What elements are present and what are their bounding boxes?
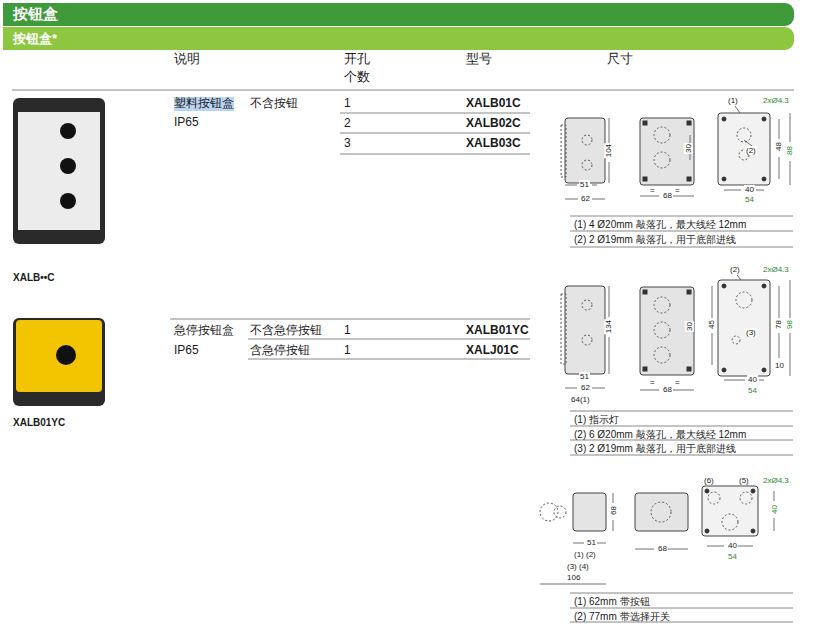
- dimension-label: 88: [785, 145, 794, 156]
- note-text: (2) 77mm 带选择开关: [574, 611, 670, 623]
- note-text: (1) 4 Ø20mm 敲落孔，最大线经 12mm: [574, 219, 746, 231]
- dimension-label: (2): [729, 265, 741, 274]
- table-cell: 含急停按钮: [250, 344, 310, 358]
- dimension-label: 40: [770, 504, 779, 515]
- dimension-label: 10: [774, 361, 785, 370]
- dimension-label: 40: [727, 541, 738, 550]
- dimension-label: 54: [727, 552, 738, 561]
- table-cell: IP65: [174, 116, 199, 130]
- note-text: (1) 62mm 带按钮: [574, 596, 650, 608]
- table-cell: 个数: [344, 70, 370, 85]
- band-title: 按钮盒: [13, 5, 58, 24]
- dimension-label: 51: [579, 372, 590, 381]
- table-cell: 急停按钮盒: [174, 324, 234, 338]
- note-text: (2) 6 Ø20mm 敲落孔，最大线经 12mm: [574, 429, 746, 441]
- table-cell: 开孔: [344, 52, 370, 67]
- dimension-label: (6): [703, 476, 715, 485]
- dimension-label: 134: [604, 319, 613, 334]
- dimension-label: 68: [657, 544, 668, 553]
- dimension-label: 2xØ4.3: [762, 96, 790, 105]
- table-cell: 1: [344, 344, 351, 358]
- table-cell: 型号: [466, 52, 492, 67]
- dimension-label: 62: [580, 194, 591, 203]
- dimension-label: (5): [738, 476, 750, 485]
- table-cell: 2: [344, 117, 351, 131]
- table-cell: IP65: [174, 344, 199, 358]
- dimension-label: (1) (2): [573, 550, 597, 559]
- dimension-label: (3) (4): [566, 562, 590, 571]
- dimension-label: 98: [785, 319, 794, 330]
- table-cell: XALB01YC: [466, 324, 529, 338]
- dimension-label: 51: [586, 538, 597, 547]
- table-cell: 尺寸: [607, 52, 633, 67]
- table-cell: 1: [344, 97, 351, 111]
- dimension-label: 51: [579, 180, 590, 189]
- dimension-label: (1): [727, 96, 739, 105]
- dimension-label: 106: [566, 573, 581, 582]
- table-cell: 说明: [174, 52, 200, 67]
- band-title: 按钮盒*: [13, 30, 57, 48]
- dimension-label: =: [649, 186, 656, 195]
- table-cell: XALB03C: [466, 137, 521, 151]
- table-cell: XALB••C: [13, 272, 54, 284]
- dimension-label: 2xØ4.3: [762, 476, 790, 485]
- dimension-label: 48: [774, 141, 783, 152]
- table-cell: 3: [344, 137, 351, 151]
- dimension-label: 30: [685, 321, 694, 332]
- dimension-label: 40: [744, 185, 755, 194]
- dimension-label: 68: [609, 505, 618, 516]
- table-cell: 1: [344, 324, 351, 338]
- table-cell: 塑料按钮盒: [174, 97, 234, 111]
- dimension-label: (2): [745, 146, 757, 155]
- dimension-label: (3): [745, 328, 757, 337]
- dimension-label: 104: [604, 143, 613, 158]
- dimension-label: 78: [774, 319, 783, 330]
- dimension-label: =: [649, 378, 656, 387]
- dimension-label: =: [674, 186, 681, 195]
- note-text: (2) 2 Ø19mm 敲落孔，用于底部进线: [574, 234, 736, 246]
- table-cell: XALB02C: [466, 117, 521, 131]
- dimension-label: 68: [662, 191, 673, 200]
- section-band: 按钮盒*: [3, 27, 794, 50]
- dimension-label: 45: [707, 319, 716, 330]
- dimension-label: 68: [662, 385, 673, 394]
- note-text: (3) 2 Ø19mm 敲落孔，用于底部进线: [574, 443, 736, 455]
- dimension-label: 40: [747, 375, 758, 384]
- table-cell: 不含急停按钮: [250, 324, 322, 338]
- dimension-label: 64(1): [570, 395, 591, 404]
- section-band: 按钮盒: [3, 3, 794, 26]
- table-cell: XALB01C: [466, 97, 521, 111]
- table-cell: XALB01YC: [13, 417, 65, 429]
- note-text: (1) 指示灯: [574, 414, 619, 426]
- dimension-label: =: [674, 378, 681, 387]
- dimension-label: 54: [747, 386, 758, 395]
- dimension-label: 30: [684, 143, 693, 154]
- table-cell: 不含按钮: [250, 97, 298, 111]
- table-cell: XALJ01C: [466, 344, 519, 358]
- dimension-label: 2xØ4.3: [762, 265, 790, 274]
- dimension-label: 54: [744, 195, 755, 204]
- dimension-label: 62: [580, 383, 591, 392]
